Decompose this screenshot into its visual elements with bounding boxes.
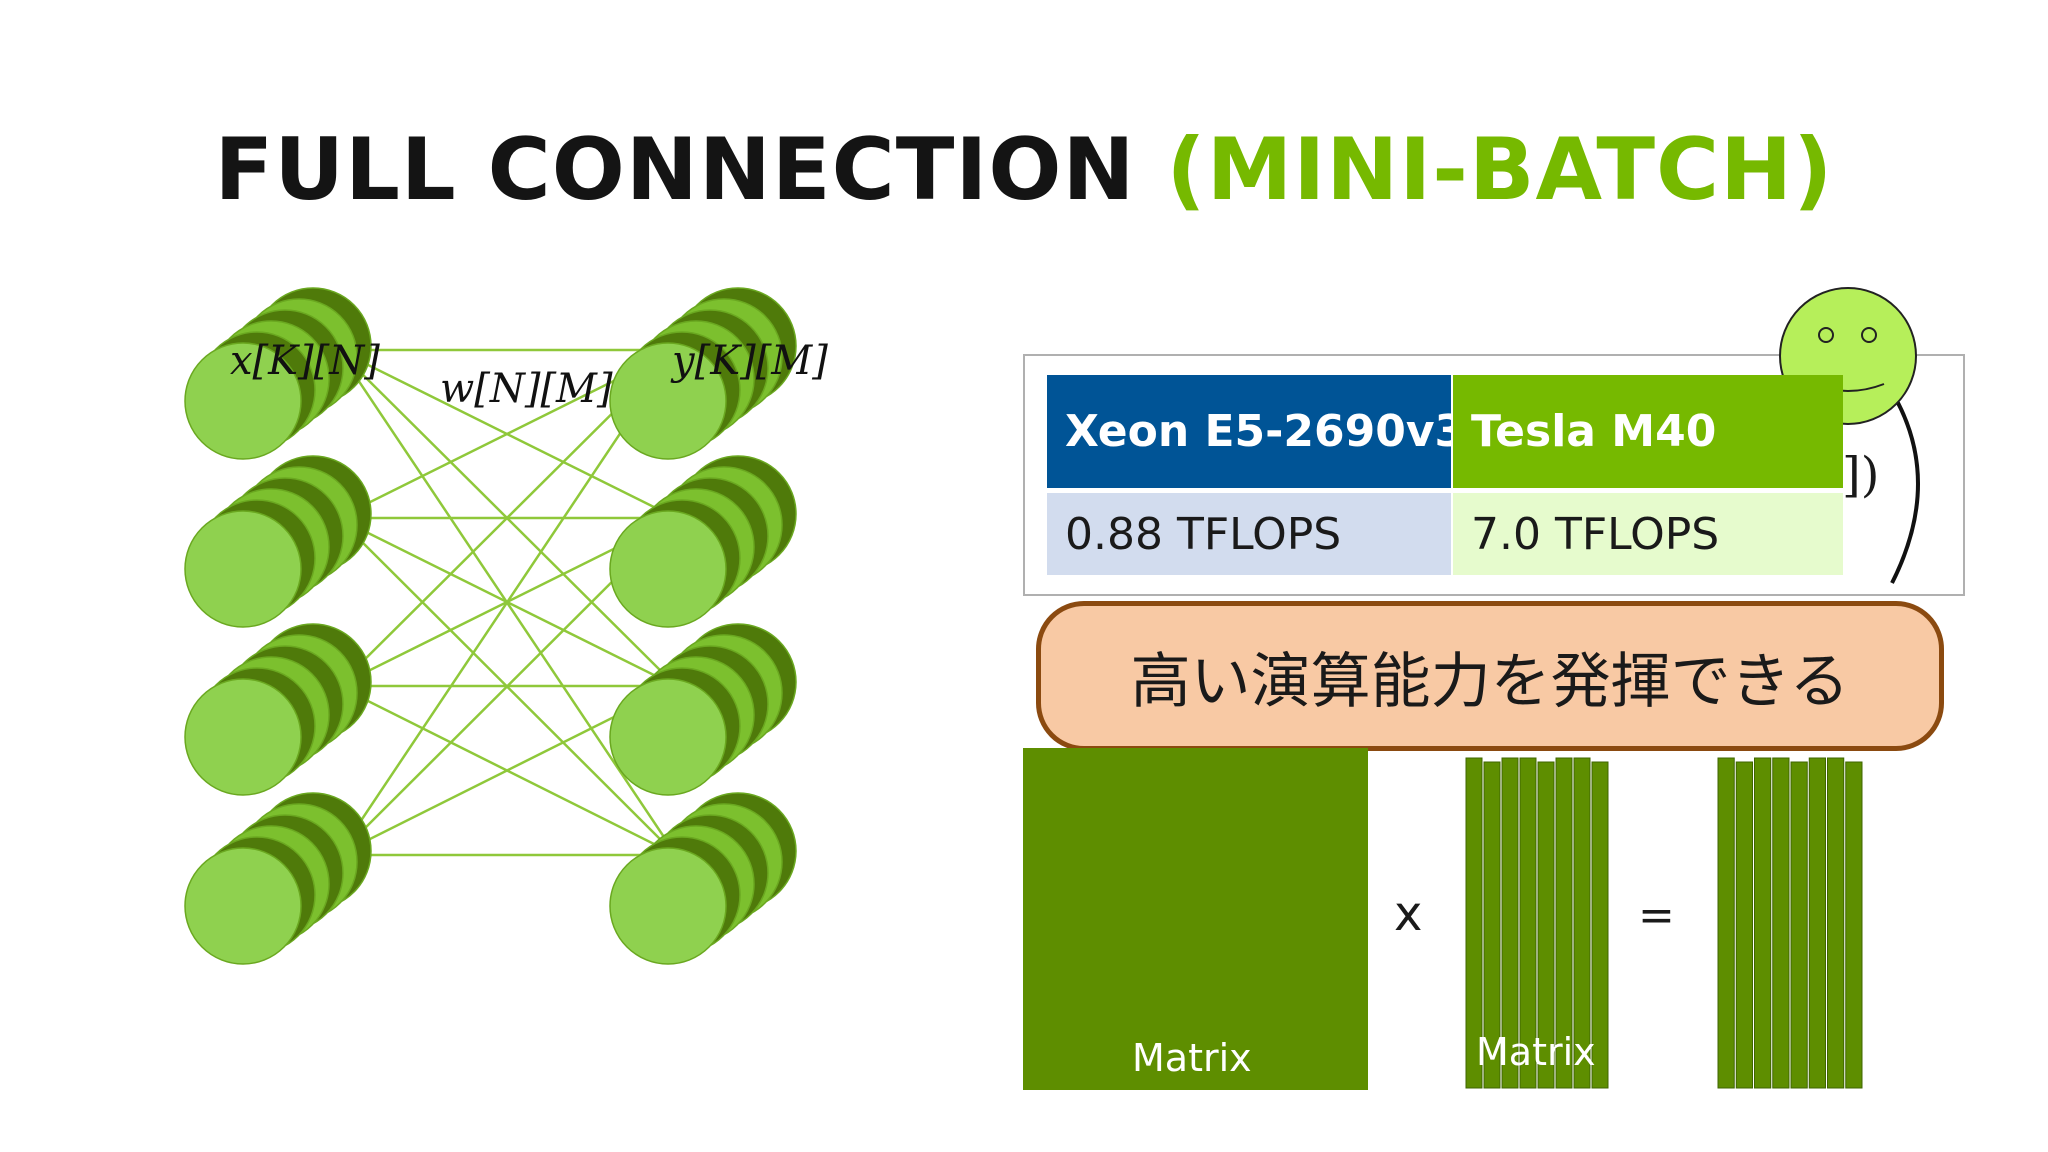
output-node-layer [609,287,797,965]
result-matrix-column [1717,757,1735,1089]
input-node [184,623,372,796]
result-matrix-column [1735,761,1753,1089]
result-matrix-column [1790,761,1808,1089]
header-tesla: Tesla M40 [1453,375,1843,488]
middle-matrix-column [1537,761,1555,1089]
output-node [609,792,797,965]
callout-text: 高い演算能力を発揮できる [1130,646,1850,717]
output-node [609,455,797,628]
middle-matrix-column [1555,757,1573,1089]
result-matrix-column [1808,757,1826,1089]
input-node [184,287,372,460]
value-xeon: 0.88 TFLOPS [1047,493,1451,575]
middle-matrix-label: Matrix [1476,1030,1596,1074]
input-node [184,455,372,628]
formula-fragment: ]) [1842,447,1880,503]
result-matrix-column [1827,757,1845,1089]
middle-matrix-column [1573,757,1591,1089]
output-node [609,287,797,460]
input-node [184,792,372,965]
output-node [609,623,797,796]
middle-matrix-column [1519,757,1537,1089]
result-matrix-strips [1717,757,1863,1089]
middle-matrix-column [1483,761,1501,1089]
middle-matrix-strips [1465,757,1609,1089]
input-node-layer [184,287,372,965]
value-tesla: 7.0 TFLOPS [1453,493,1843,575]
title-accent: (MINI-BATCH) [1166,120,1834,220]
result-matrix-column [1772,757,1790,1089]
equals-operator: = [1638,890,1675,941]
performance-callout: 高い演算能力を発揮できる [1036,601,1944,751]
output-variable-label: y[K][M] [672,338,828,384]
network-connections [336,348,678,857]
result-matrix-column [1754,757,1772,1089]
slide-title: FULL CONNECTION (MINI-BATCH) [0,120,2048,220]
middle-matrix-column [1465,757,1483,1089]
input-variable-label: x[K][N] [230,338,380,384]
middle-matrix-column [1591,761,1609,1089]
left-matrix-label: Matrix [1132,1036,1252,1080]
result-matrix-column [1845,761,1863,1089]
times-operator: x [1394,886,1423,942]
header-xeon: Xeon E5-2690v3 [1047,375,1465,488]
title-main: FULL CONNECTION [214,120,1136,220]
closing-parenthesis [1890,390,1920,584]
weight-variable-label: w[N][M] [440,366,613,412]
left-matrix [1023,748,1368,1090]
middle-matrix-column [1501,757,1519,1089]
